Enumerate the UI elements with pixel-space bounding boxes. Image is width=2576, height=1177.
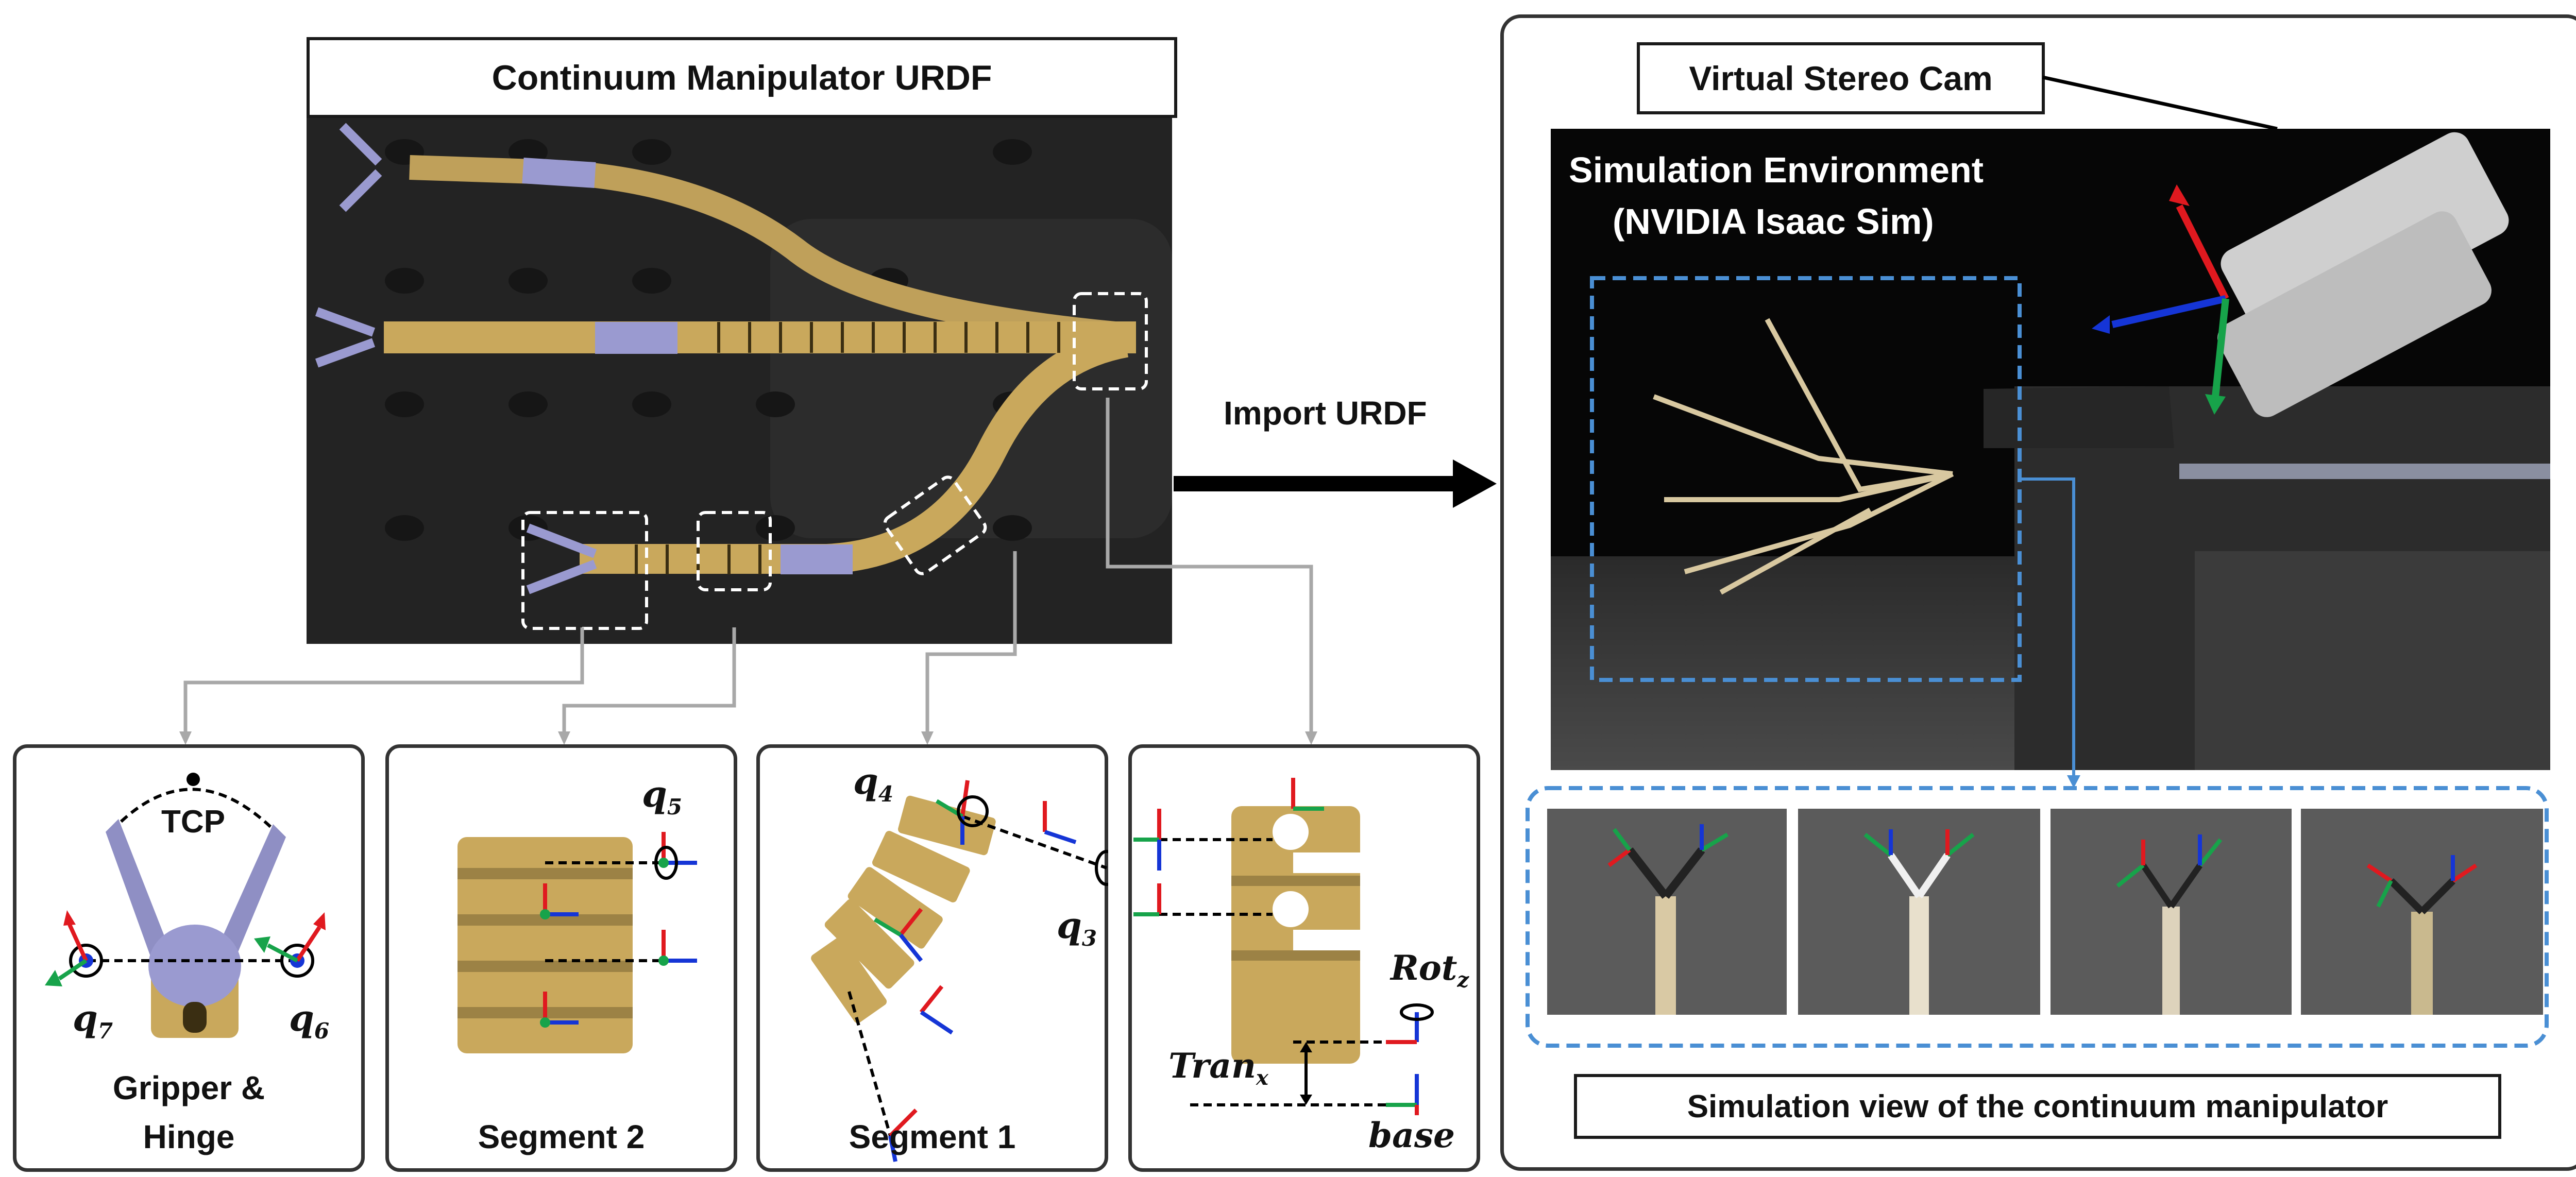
q3-subscript: 3 (1081, 926, 1097, 951)
q7-symbol: q (72, 997, 98, 1039)
camera-label: Virtual Stereo Cam (1637, 42, 2045, 114)
segment2-title: Segment 2 (478, 1118, 645, 1155)
segment1-title: Segment 1 (849, 1118, 1016, 1155)
sim-env-line1: Simulation Environment (1569, 150, 1984, 190)
q6-label: q6 (281, 997, 337, 1044)
sim-thumb-4 (2301, 809, 2543, 1015)
gripper-drawing (45, 773, 326, 1038)
gripper-title-line2: Hinge (143, 1118, 235, 1155)
q7-label: q7 (64, 997, 121, 1044)
sim-thumb-3 (2050, 809, 2292, 1015)
q6-subscript: 6 (314, 1018, 330, 1044)
base-label: base (1368, 1115, 1455, 1155)
segment1-drawing (811, 780, 1108, 1162)
sim-thumb-1 (1547, 809, 1787, 1015)
q7-subscript: 7 (97, 1018, 113, 1044)
rotz-subscript: z (1457, 968, 1469, 993)
q3-symbol: q (1056, 904, 1082, 947)
rotz-label: Rotz (1386, 948, 1473, 992)
q4-symbol: q (853, 760, 878, 803)
sim-thumb-2 (1798, 809, 2040, 1015)
base-drawing (1133, 778, 1434, 1115)
q5-symbol: q (641, 773, 667, 815)
sim-env-line2: (NVIDIA Isaac Sim) (1613, 201, 1934, 242)
q6-symbol: q (289, 997, 314, 1039)
sim-scene-svg (1551, 132, 2550, 770)
tranx-symbol: Tran (1168, 1046, 1256, 1086)
sim-caption: Simulation view of the continuum manipul… (1574, 1074, 2501, 1139)
tcp-label: TCP (161, 804, 225, 840)
q5-subscript: 5 (667, 794, 683, 820)
q4-label: q4 (845, 760, 902, 807)
urdf-scene-svg (315, 123, 1172, 630)
rotz-symbol: Rot (1390, 948, 1458, 988)
tranx-subscript: x (1256, 1066, 1268, 1090)
q4-subscript: 4 (878, 781, 894, 807)
tranx-label: Tranx (1157, 1046, 1280, 1090)
q5-label: q5 (634, 773, 690, 820)
gripper-title-line1: Gripper & (112, 1069, 265, 1106)
urdf-scene (307, 116, 1172, 644)
sim-environment (1551, 129, 2550, 770)
urdf-title: Continuum Manipulator URDF (307, 37, 1177, 118)
q3-label: q3 (1051, 904, 1103, 951)
segment2-drawing (457, 832, 697, 1053)
import-urdf-label: Import URDF (1224, 395, 1427, 432)
camera-leader-line (2042, 75, 2278, 131)
